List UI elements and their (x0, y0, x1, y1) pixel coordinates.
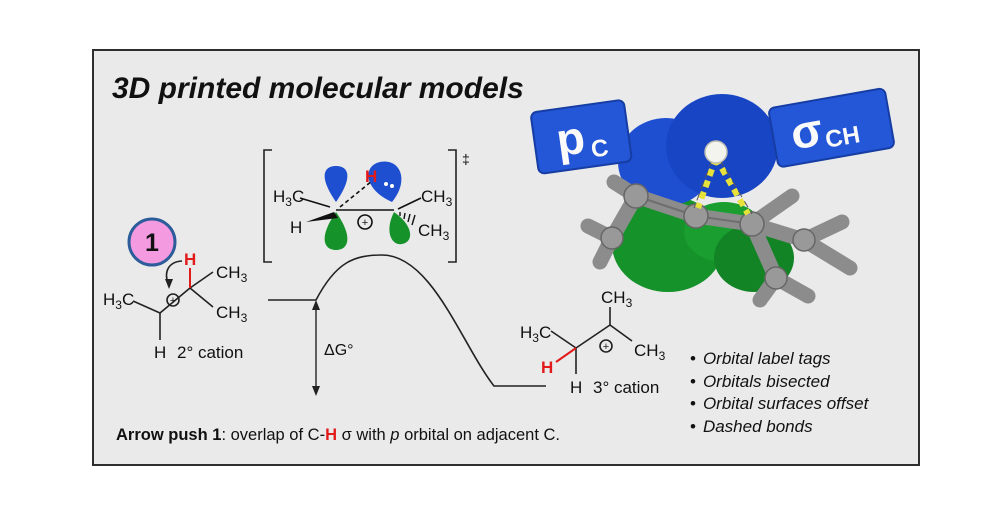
model-tag-sigma-sub: CH (823, 121, 862, 154)
reactant-structure (132, 260, 214, 340)
energy-arrow-head-down (312, 386, 320, 396)
caption-with: with (356, 426, 386, 444)
caption-highlight-h: H (325, 426, 337, 444)
feature-list: Orbital label tags Orbitals bisected Orb… (690, 348, 868, 438)
reactant-label: 2° cation (177, 343, 243, 362)
product-label: 3° cation (593, 378, 659, 397)
energy-label: ΔG° (324, 342, 354, 359)
molecular-model-photo: p C σ CH (530, 87, 895, 308)
energy-profile-curve (268, 254, 546, 387)
caption-p: p (390, 426, 400, 444)
product-ch3-top: CH3 (601, 288, 633, 310)
product-charge: + (603, 341, 609, 353)
model-atoms (600, 183, 816, 290)
ts-h-left: H (290, 218, 302, 237)
ts-orbitals (324, 161, 411, 250)
model-dashed-bonds (695, 156, 751, 216)
transition-state-brackets (263, 149, 457, 263)
step-badge: 1 (127, 217, 177, 267)
ts-hash-right (399, 212, 416, 226)
ts-ch3-lower: CH3 (418, 221, 450, 243)
feature-item: Orbitals bisected (690, 371, 868, 394)
ts-electron-dot (390, 184, 394, 188)
product-h-bottom: H (570, 378, 582, 397)
feature-item: Dashed bonds (690, 416, 868, 439)
ts-sigma-orbital-upper (368, 161, 402, 202)
model-hydrogen-sphere (704, 140, 728, 164)
product-ch3-right: CH3 (634, 341, 666, 363)
caption-text-end: orbital on adjacent C. (404, 426, 561, 444)
caption-sigma: σ (341, 426, 352, 444)
product-structure (550, 307, 633, 374)
model-tag-sigma-ch: σ CH (768, 87, 895, 168)
ts-h3c: H3C (273, 187, 304, 209)
ts-p-orbital-lower (324, 212, 348, 250)
caption-text-1: : overlap of C- (221, 426, 326, 444)
ts-sigma-orbital-lower (389, 212, 411, 245)
transition-state-dagger: ‡ (462, 151, 470, 167)
ts-bridging-h: H (365, 167, 377, 186)
caption-lead: Arrow push 1 (116, 426, 222, 444)
feature-item: Orbital label tags (690, 348, 868, 371)
reactant-charge: + (170, 295, 176, 307)
figure-caption: Arrow push 1: overlap of C-H σ with p or… (116, 426, 560, 445)
ts-electron-dot (384, 182, 388, 186)
model-tag-pc-sub: C (589, 134, 610, 163)
product-h3c: H3C (520, 323, 551, 345)
reactant-migrating-h: H (184, 250, 196, 269)
energy-arrow-head-up (312, 300, 320, 310)
ts-wedge-left (306, 212, 338, 222)
model-tag-pc: p C (530, 99, 633, 175)
ts-p-orbital-upper (324, 166, 348, 202)
reactant-h3c: H3C (103, 290, 134, 312)
reactant-h-bottom: H (154, 343, 166, 362)
step-badge-number: 1 (145, 229, 159, 257)
product-migrated-h: H (541, 358, 553, 377)
ts-charge: + (362, 217, 368, 229)
feature-item: Orbital surfaces offset (690, 393, 868, 416)
ts-bonds (299, 180, 422, 230)
figure-title: 3D printed molecular models (112, 72, 524, 105)
reactant-ch3-bottom: CH3 (216, 303, 248, 325)
ts-ch3-right: CH3 (421, 187, 453, 209)
reactant-ch3-top: CH3 (216, 263, 248, 285)
